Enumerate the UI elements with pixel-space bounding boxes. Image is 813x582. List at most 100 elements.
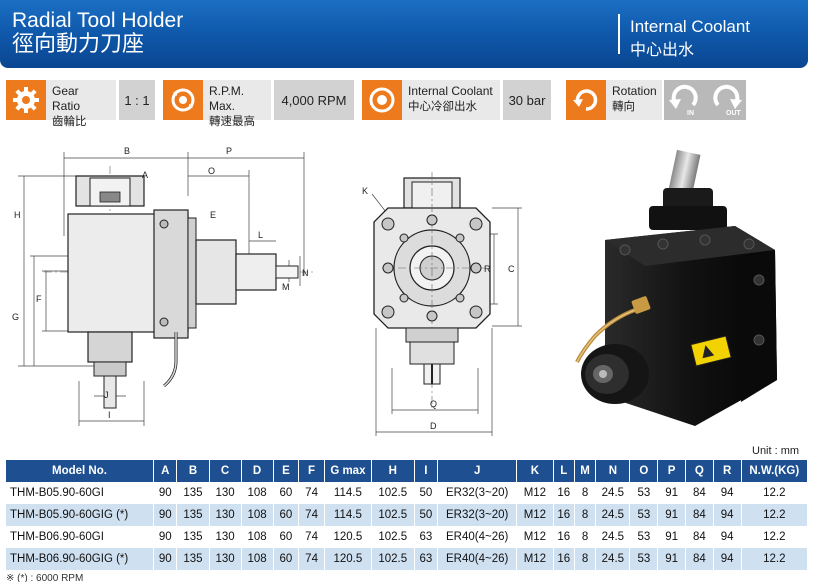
model-cell: THM-B06.90-60GIG (*) xyxy=(6,548,154,570)
table-cell: M12 xyxy=(516,526,554,548)
banner-divider xyxy=(618,14,620,54)
table-cell: 90 xyxy=(153,526,178,548)
table-cell: ER40(4~26) xyxy=(437,526,518,548)
spec-label-en: Rotation xyxy=(612,84,657,98)
table-cell: 8 xyxy=(574,504,597,526)
table-cell: 16 xyxy=(553,526,575,548)
table-cell: 114.5 xyxy=(324,482,372,504)
coolant-heading: Internal Coolant xyxy=(630,17,751,36)
col-header: A xyxy=(153,460,178,482)
table-cell: 24.5 xyxy=(595,526,631,548)
table-cell: 8 xyxy=(574,548,597,570)
table-cell: 90 xyxy=(153,504,178,526)
spec-label-zh: 齒輪比 xyxy=(52,114,87,128)
spec-label-zh: 中心冷卻出水 xyxy=(408,99,477,113)
spec-coolant: Internal Coolant 中心冷卻出水 30 bar xyxy=(362,80,551,120)
table-cell: 108 xyxy=(241,548,274,570)
table-cell: 60 xyxy=(273,548,300,570)
table-cell: 8 xyxy=(574,526,597,548)
table-cell: 91 xyxy=(657,504,687,526)
dim-label-d: D xyxy=(430,421,437,431)
dim-label-q: Q xyxy=(430,399,437,409)
dim-label-o: O xyxy=(208,166,215,176)
dim-label-c: C xyxy=(508,264,515,274)
table-cell: 91 xyxy=(657,482,687,504)
model-cell: THM-B06.90-60GI xyxy=(6,526,154,548)
spec-rotation: Rotation 轉向 xyxy=(566,80,662,120)
rotation-out-label: OUT xyxy=(726,110,742,117)
table-cell: 130 xyxy=(209,504,242,526)
col-header: B xyxy=(176,460,210,482)
header-banner: Radial Tool Holder 徑向動力刀座 Internal Coola… xyxy=(0,0,808,68)
spec-label-en: R.P.M. Max. xyxy=(209,84,245,113)
table-cell: 94 xyxy=(713,548,742,570)
table-cell: 102.5 xyxy=(371,526,415,548)
col-header: F xyxy=(298,460,325,482)
rpm-icon xyxy=(163,80,203,120)
spec-table: Model No. A B C D E F G max H I J K L M … xyxy=(6,460,809,570)
spec-value: 30 bar xyxy=(503,80,551,120)
table-cell: M12 xyxy=(516,482,554,504)
table-cell: 74 xyxy=(298,482,325,504)
table-cell: 63 xyxy=(414,548,439,570)
table-cell: 74 xyxy=(298,504,325,526)
table-cell: 50 xyxy=(414,504,439,526)
table-cell: 90 xyxy=(153,482,178,504)
table-cell: 94 xyxy=(713,504,742,526)
table-cell: 60 xyxy=(273,526,300,548)
dim-label-f: F xyxy=(36,294,42,304)
table-cell: 63 xyxy=(414,526,439,548)
front-view-drawing: K C R Q D xyxy=(362,172,522,436)
table-cell: 108 xyxy=(241,504,274,526)
col-header: L xyxy=(553,460,575,482)
page-subtitle: 徑向動力刀座 xyxy=(12,32,145,57)
spec-label: R.P.M. Max. 轉速最高 xyxy=(203,80,271,128)
coolant-heading-zh: 中心出水 xyxy=(630,40,695,59)
dim-label-g: G xyxy=(12,312,19,322)
dim-label-m: M xyxy=(282,282,290,292)
table-cell: ER32(3~20) xyxy=(437,482,518,504)
spec-label-en: Gear Ratio xyxy=(52,84,81,113)
table-cell: 53 xyxy=(629,482,659,504)
table-cell: 50 xyxy=(414,482,439,504)
dim-label-b: B xyxy=(124,146,130,156)
table-cell: 102.5 xyxy=(371,504,415,526)
table-header-row: Model No. A B C D E F G max H I J K L M … xyxy=(6,460,809,482)
table-cell: M12 xyxy=(516,548,554,570)
dim-label-h: H xyxy=(14,210,21,220)
col-header: P xyxy=(657,460,687,482)
col-header: N.W.(KG) xyxy=(741,460,809,482)
table-cell: 84 xyxy=(685,548,714,570)
spec-label-zh: 轉速最高 xyxy=(209,114,255,128)
col-header: M xyxy=(574,460,597,482)
table-cell: M12 xyxy=(516,504,554,526)
table-cell: ER40(4~26) xyxy=(437,548,518,570)
dim-label-n: N xyxy=(302,268,309,278)
table-cell: 135 xyxy=(176,482,210,504)
table-cell: 91 xyxy=(657,526,687,548)
gear-icon xyxy=(6,80,46,120)
spec-label: Internal Coolant 中心冷卻出水 xyxy=(402,80,500,120)
table-cell: 120.5 xyxy=(324,548,372,570)
coolant-icon xyxy=(362,80,402,120)
model-cell: THM-B05.90-60GIG (*) xyxy=(6,504,154,526)
col-header: J xyxy=(437,460,518,482)
table-cell: 53 xyxy=(629,526,659,548)
table-cell: 16 xyxy=(553,548,575,570)
dim-label-a: A xyxy=(142,170,148,180)
table-cell: 24.5 xyxy=(595,548,631,570)
footnote: ※ (*) : 6000 RPM xyxy=(6,573,84,582)
table-cell: 84 xyxy=(685,504,714,526)
dim-label-l: L xyxy=(258,230,263,240)
dim-label-k: K xyxy=(362,186,368,196)
table-cell: 91 xyxy=(657,548,687,570)
table-cell: 74 xyxy=(298,548,325,570)
spec-value: 1 : 1 xyxy=(119,80,155,120)
dim-label-j: J xyxy=(104,390,109,400)
table-cell: 135 xyxy=(176,526,210,548)
table-cell: 12.2 xyxy=(741,504,809,526)
col-header: I xyxy=(414,460,439,482)
col-header: Model No. xyxy=(6,460,154,482)
